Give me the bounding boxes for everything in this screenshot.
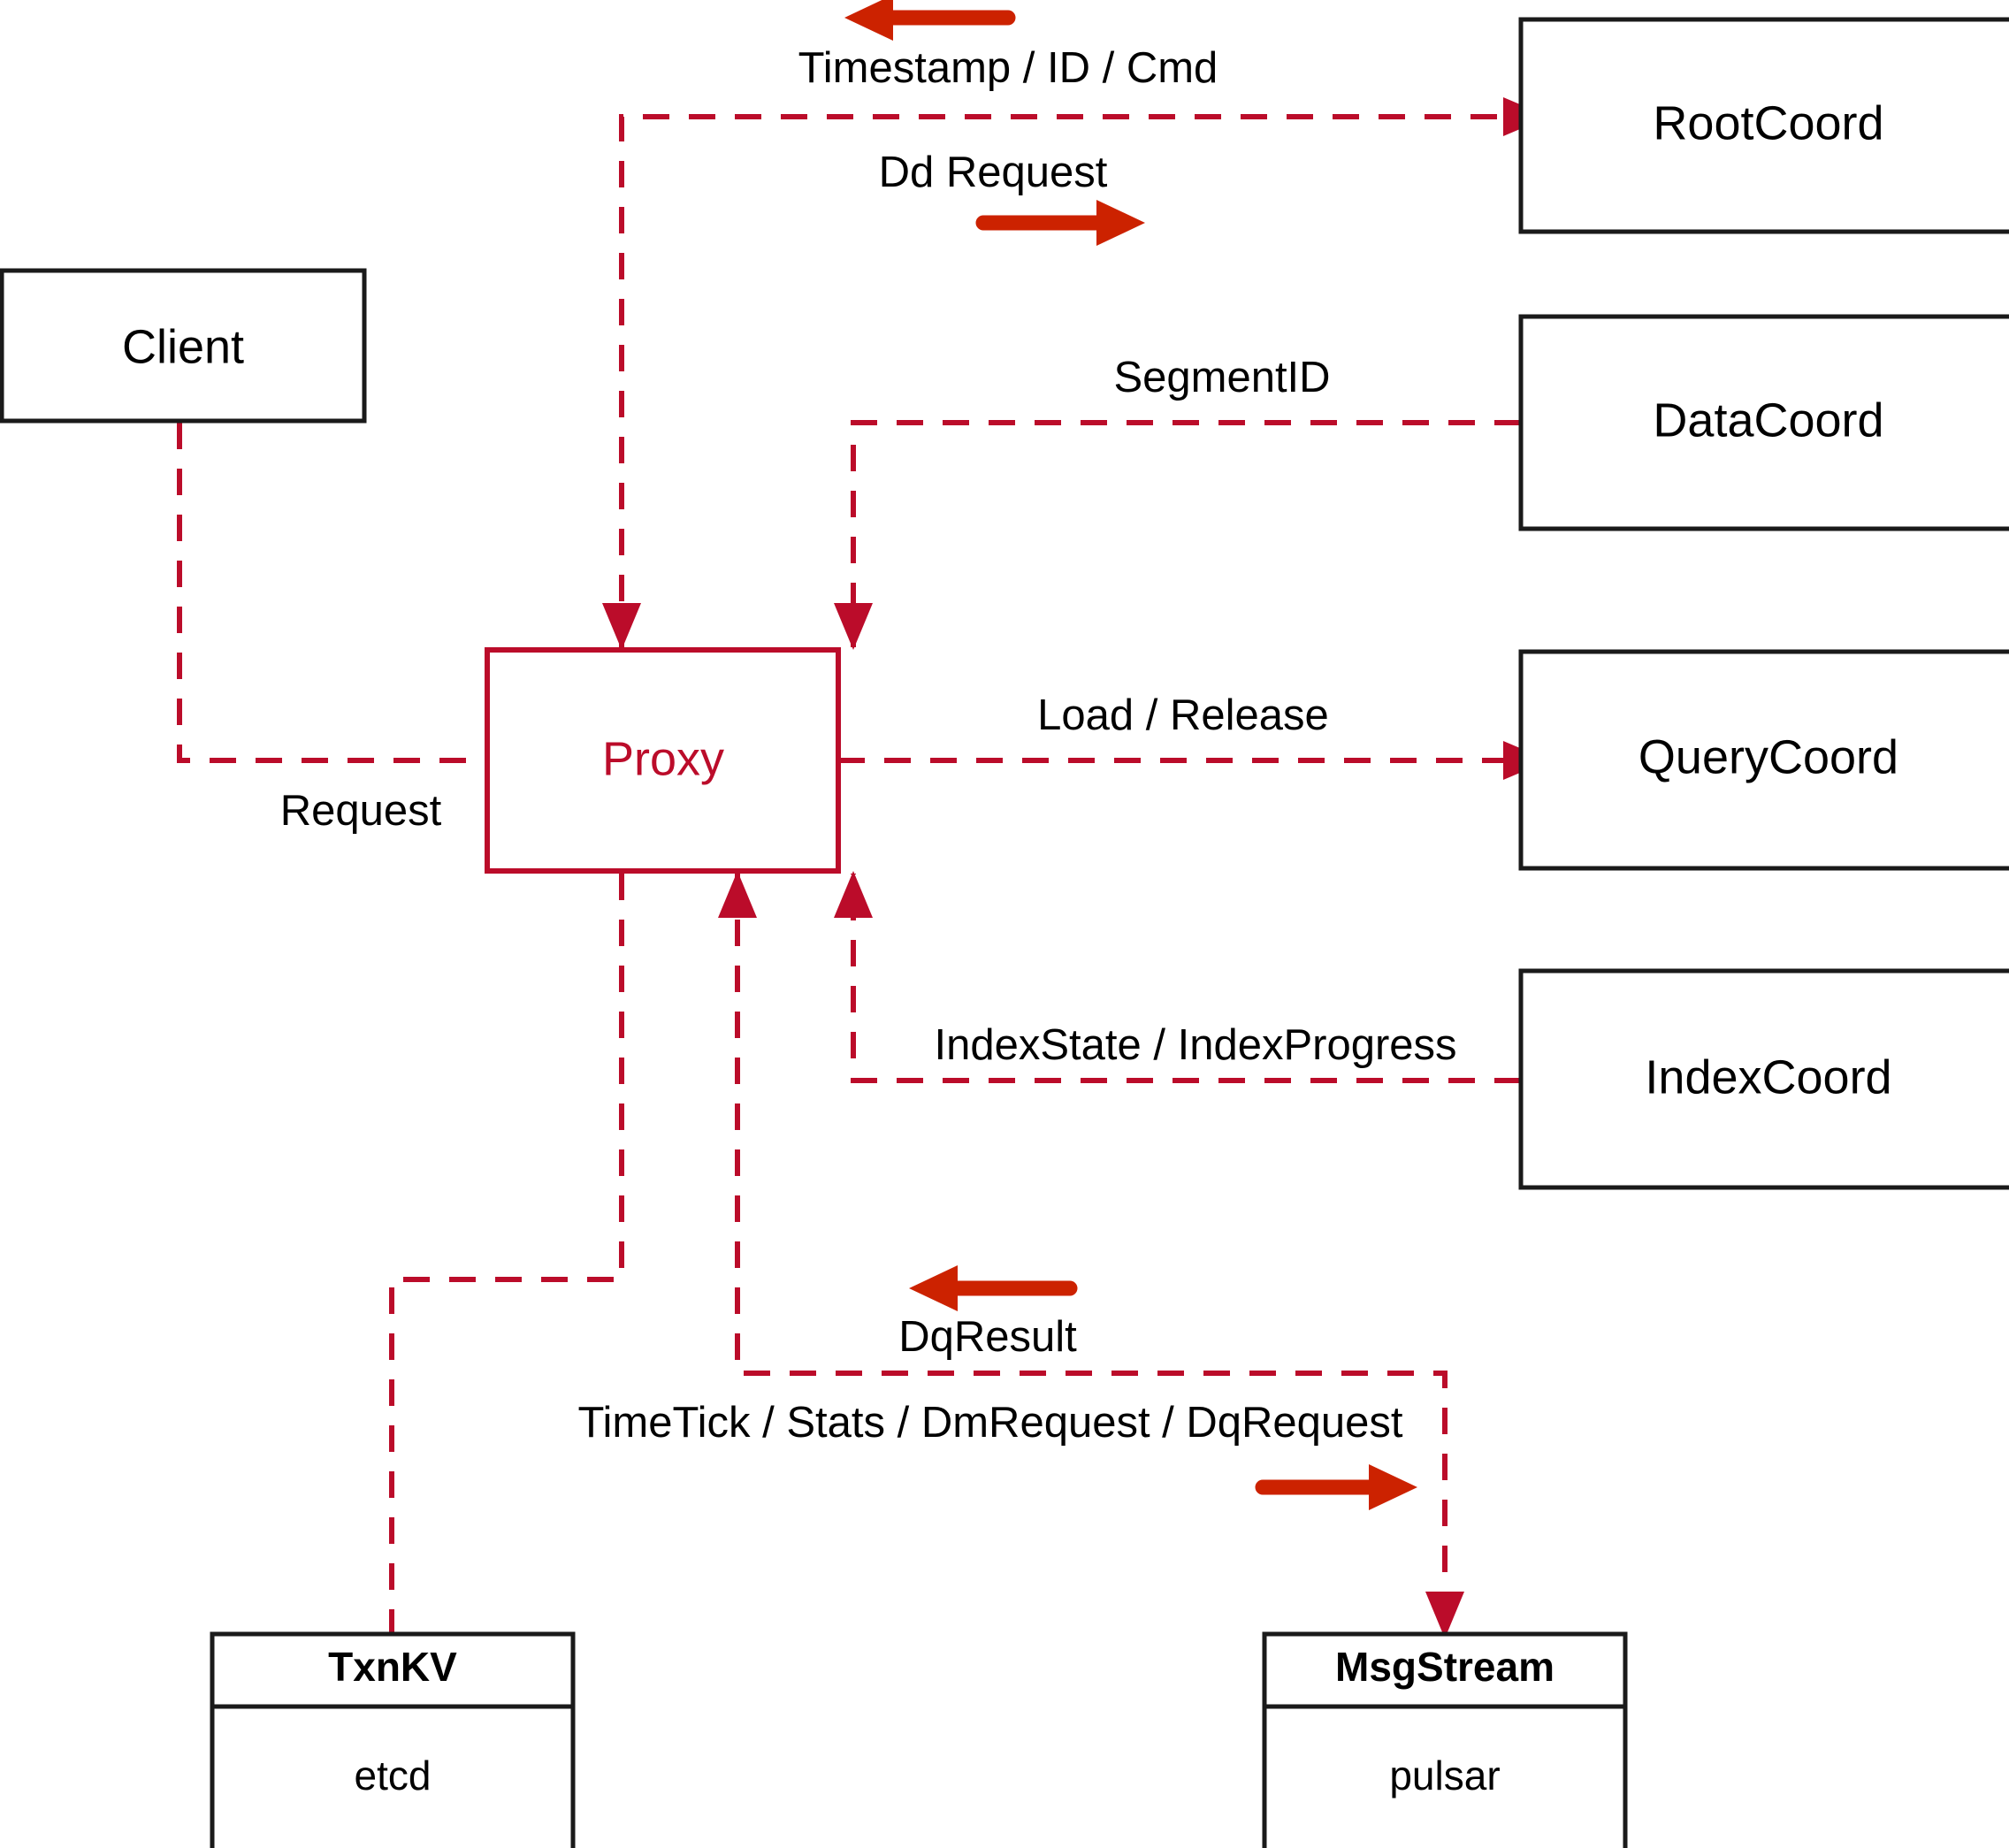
edge-label-dq-result: DqResult — [898, 1313, 1077, 1361]
node-msgstream-title: MsgStream — [1335, 1644, 1554, 1690]
edge-rootcoord-path — [619, 114, 1503, 647]
direction-arrow-dd-request-head — [1096, 200, 1145, 246]
edge-label-load-release: Load / Release — [1037, 691, 1329, 739]
edge-indexcoord-arrowhead-up — [834, 871, 873, 918]
edge-msgstream-arrowhead-down — [1425, 1592, 1464, 1638]
direction-arrow-dd-request — [975, 200, 1145, 246]
edge-datacoord-proxy — [834, 420, 1521, 650]
node-txnkv-title: TxnKV — [328, 1644, 457, 1690]
node-client-label: Client — [122, 320, 244, 373]
node-datacoord-box[interactable] — [1518, 314, 2009, 531]
node-proxy[interactable]: Proxy — [485, 647, 841, 874]
node-querycoord-label: QueryCoord — [1639, 730, 1898, 783]
node-txnkv-box[interactable] — [210, 1631, 576, 1848]
edge-proxy-querycoord — [838, 741, 1549, 780]
node-rootcoord-label: RootCoord — [1653, 96, 1883, 149]
edge-label-timetick-stats: TimeTick / Stats / DmRequest / DqRequest — [577, 1399, 1402, 1447]
direction-arrow-dqresult — [909, 1265, 1078, 1311]
edge-txnkv-path — [389, 874, 624, 1634]
edge-label-index-state-progress: IndexState / IndexProgress — [934, 1021, 1456, 1069]
node-rootcoord[interactable]: RootCoord — [1518, 17, 2009, 234]
edge-client-path — [177, 423, 485, 763]
edge-label-timestamp-id-cmd: Timestamp / ID / Cmd — [798, 44, 1218, 92]
node-msgstream-box[interactable] — [1262, 1631, 1628, 1848]
edge-datacoord-path — [851, 420, 1521, 647]
direction-arrow-timestamp — [844, 0, 1016, 41]
edge-label-dd-request: Dd Request — [879, 149, 1108, 196]
node-querycoord-box[interactable] — [1518, 649, 2009, 871]
edge-client-proxy — [177, 423, 532, 780]
node-client-box[interactable] — [0, 268, 367, 424]
edge-indexcoord-proxy — [834, 871, 1521, 1083]
node-querycoord[interactable]: QueryCoord — [1518, 649, 2009, 871]
node-proxy-label: Proxy — [602, 732, 724, 785]
node-datacoord[interactable]: DataCoord — [1518, 314, 2009, 531]
node-msgstream-impl: pulsar — [1389, 1753, 1500, 1798]
edge-label-segment-id: SegmentID — [1113, 354, 1330, 401]
node-rootcoord-box[interactable] — [1518, 17, 2009, 234]
direction-arrow-timestamp-head — [844, 0, 893, 41]
edge-msgstream-arrowhead-up — [718, 871, 757, 918]
direction-arrow-dqresult-head — [909, 1265, 958, 1311]
edge-label-request: Request — [280, 787, 442, 835]
node-indexcoord-label: IndexCoord — [1645, 1050, 1891, 1103]
node-indexcoord[interactable]: IndexCoord — [1518, 968, 2009, 1190]
node-txnkv[interactable]: TxnKV etcd — [210, 1631, 576, 1848]
edge-datacoord-arrowhead-down — [834, 603, 873, 650]
edge-msgstream-path — [735, 874, 1448, 1592]
node-client[interactable]: Client — [0, 268, 367, 424]
node-msgstream[interactable]: MsgStream pulsar — [1262, 1631, 1628, 1848]
node-datacoord-label: DataCoord — [1653, 393, 1883, 447]
node-indexcoord-box[interactable] — [1518, 968, 2009, 1190]
edge-rootcoord-arrowhead-down — [602, 603, 641, 650]
edge-indexcoord-path — [851, 874, 1521, 1083]
edge-proxy-msgstream — [718, 871, 1464, 1638]
edge-proxy-txnkv — [389, 874, 624, 1634]
node-proxy-box[interactable] — [485, 647, 841, 874]
direction-arrow-timetick — [1255, 1464, 1417, 1510]
direction-arrow-timetick-head — [1369, 1464, 1417, 1510]
node-txnkv-impl: etcd — [355, 1753, 432, 1798]
